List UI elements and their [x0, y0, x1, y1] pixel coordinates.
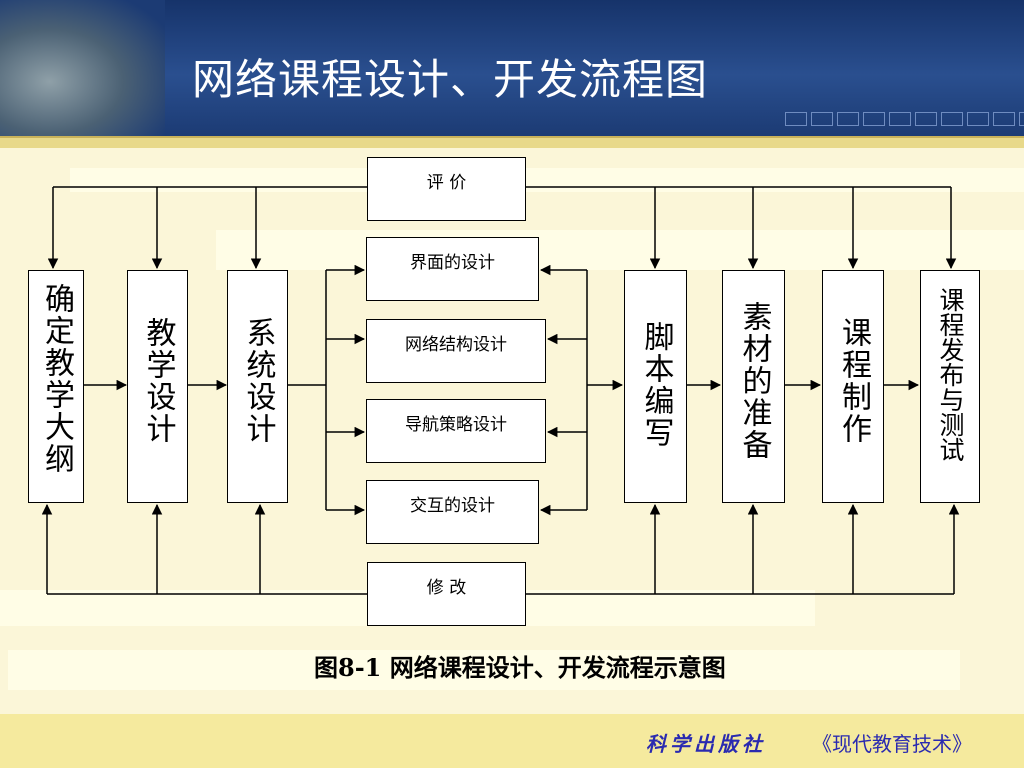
- interface-design-box: 界面的设计: [366, 237, 539, 301]
- network-structure-design-box: 网络结构设计: [366, 319, 546, 383]
- footer: 科学出版社 《现代教育技术》: [0, 714, 1024, 768]
- release-testing-box: 课程发布与测试: [920, 270, 980, 503]
- interaction-design-box: 交互的设计: [366, 480, 539, 544]
- book-title: 《现代教育技术》: [812, 732, 972, 756]
- bg-band: [8, 650, 960, 690]
- teaching-design-label: 教学设计: [140, 317, 176, 445]
- page-title: 网络课程设计、开发流程图: [192, 55, 709, 104]
- teaching-design-box: 教学设计: [127, 270, 188, 503]
- system-design-box: 系统设计: [227, 270, 288, 503]
- course-production-box: 课程制作: [822, 270, 884, 503]
- navigation-strategy-design-box: 导航策略设计: [366, 399, 546, 463]
- header-decoration: [785, 112, 1024, 126]
- hand-keyboard-image: [0, 0, 165, 136]
- script-writing-label: 脚本编写: [638, 321, 674, 449]
- header-banner: 网络课程设计、开发流程图: [0, 0, 1024, 136]
- syllabus-label: 确定教学大纲: [39, 283, 74, 475]
- header-separator: [0, 136, 1024, 148]
- material-preparation-box: 素材的准备: [722, 270, 785, 503]
- script-writing-box: 脚本编写: [624, 270, 687, 503]
- material-preparation-label: 素材的准备: [736, 301, 772, 461]
- evaluation-box: 评 价: [367, 157, 526, 221]
- publisher-label: 科学出版社: [646, 732, 766, 756]
- syllabus-box: 确定教学大纲: [28, 270, 84, 503]
- revision-box: 修 改: [367, 562, 526, 626]
- bg-band: [70, 168, 1024, 192]
- bg-band: [216, 230, 1024, 270]
- diagram-caption: 图8-1 网络课程设计、开发流程示意图: [314, 653, 726, 682]
- system-design-label: 系统设计: [240, 317, 276, 445]
- course-production-label: 课程制作: [836, 317, 871, 445]
- release-testing-label: 课程发布与测试: [936, 287, 965, 462]
